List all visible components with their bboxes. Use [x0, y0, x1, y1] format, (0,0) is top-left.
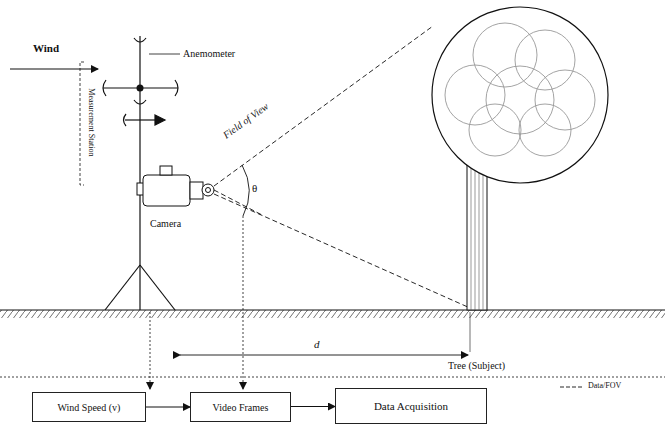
legend-text: Data/FOV [588, 382, 621, 391]
process-box: Video Frames [190, 392, 291, 422]
data-line [150, 312, 151, 389]
process-box: Wind Speed (v) [32, 392, 146, 422]
wind-label: Wind [33, 42, 59, 54]
group-label: Measurement Station [86, 88, 95, 156]
fov-label: Field of View [221, 100, 270, 140]
bracket [80, 62, 84, 185]
mast [103, 36, 178, 310]
box-text: Video Frames [213, 402, 269, 413]
tree [432, 7, 608, 310]
camera-symbol [137, 166, 214, 206]
leader-line [149, 54, 180, 55]
angle-arc [242, 165, 249, 216]
part-name: Tree (Subject) [448, 360, 505, 371]
process-box: Data Acquisition [335, 388, 487, 424]
fov-lines [214, 26, 470, 308]
box-text: Wind Speed (v) [58, 402, 121, 413]
tick [470, 312, 471, 352]
wind-arrow [10, 68, 98, 69]
separator [0, 377, 665, 378]
legend-sample [560, 387, 582, 388]
ground-hatch [0, 310, 665, 318]
anemometer-hub [137, 85, 144, 92]
dimension-line [180, 355, 468, 356]
angle-symbol: θ [252, 182, 257, 194]
part-name: Anemometer [183, 48, 235, 59]
box-text: Data Acquisition [374, 400, 448, 412]
connector-arrow [146, 407, 190, 408]
part-name: Camera [150, 218, 181, 229]
ground-line [0, 310, 665, 311]
dimension-label: d [314, 338, 320, 350]
connector-arrow [291, 406, 335, 407]
data-line [243, 216, 244, 389]
